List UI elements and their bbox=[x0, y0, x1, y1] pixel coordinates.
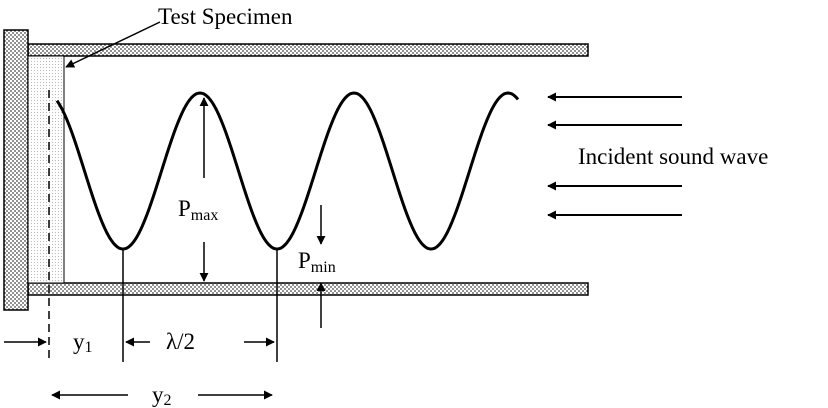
pmin-label: Pmin bbox=[298, 248, 336, 276]
incident-label: Incident sound wave bbox=[578, 144, 768, 169]
specimen-pointer-arrow bbox=[65, 21, 161, 68]
end-cap bbox=[3, 29, 29, 311]
test-specimen bbox=[27, 55, 65, 284]
tube-bottom-wall bbox=[27, 282, 589, 296]
y2-label: y2 bbox=[152, 382, 172, 408]
half-wavelength-label: λ/2 bbox=[166, 329, 195, 354]
standing-wave bbox=[55, 91, 520, 251]
y1-label: y1 bbox=[73, 329, 93, 356]
specimen-label: Test Specimen bbox=[158, 4, 293, 29]
pmax-label: Pmax bbox=[178, 196, 218, 224]
